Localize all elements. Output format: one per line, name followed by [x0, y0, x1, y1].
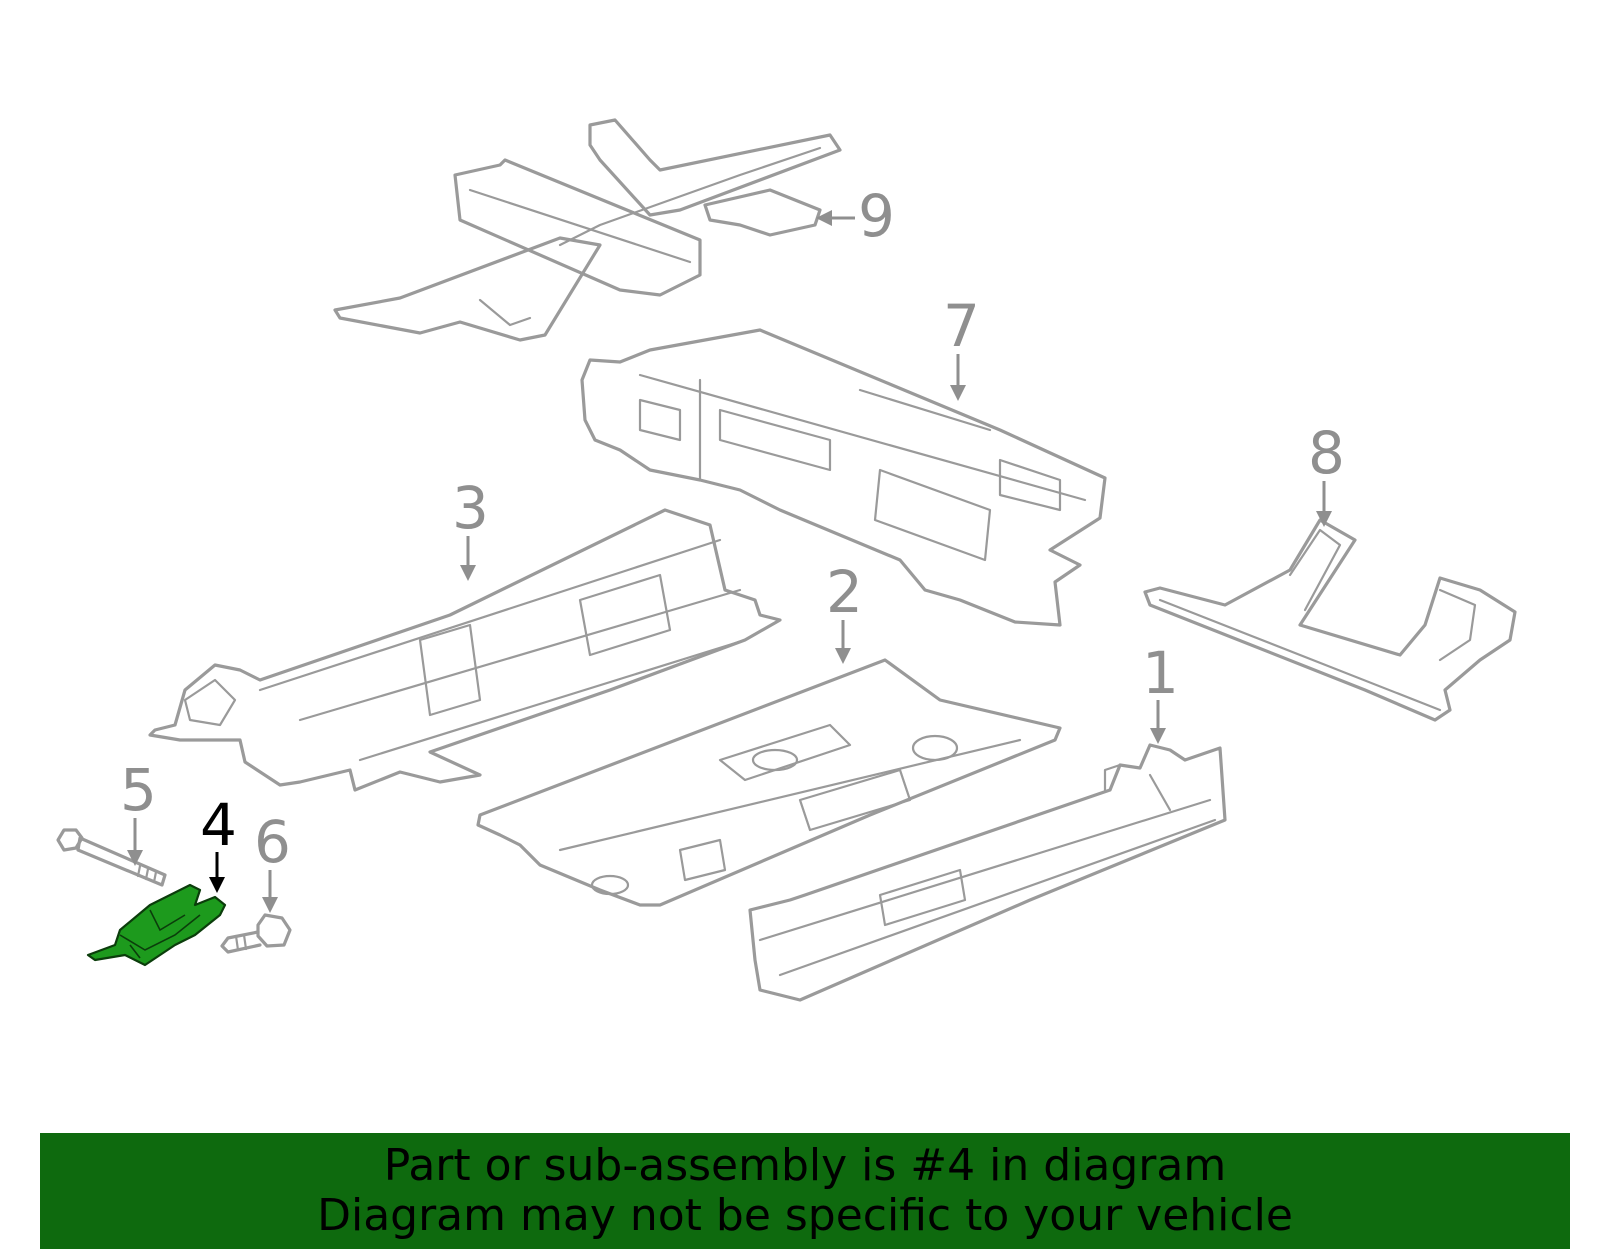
svg-text:2: 2 — [826, 558, 863, 626]
part-6-flange-bolt[interactable] — [220, 913, 292, 954]
svg-text:3: 3 — [452, 474, 489, 542]
info-banner: Part or sub-assembly is #4 in diagram Di… — [40, 1133, 1570, 1249]
svg-text:1: 1 — [1142, 639, 1179, 707]
callout-5: 5 — [120, 756, 157, 866]
callout-6: 6 — [254, 808, 291, 913]
banner-line-part-number: Part or sub-assembly is #4 in diagram — [383, 1140, 1227, 1191]
svg-text:4: 4 — [200, 791, 237, 859]
banner-line-disclaimer: Diagram may not be specific to your vehi… — [317, 1190, 1293, 1241]
parts-diagram: 1 2 3 4 5 6 7 8 9 — [56, 118, 1517, 1002]
callout-7: 7 — [943, 292, 980, 401]
svg-text:8: 8 — [1308, 419, 1345, 487]
part-4-bracket-highlighted[interactable] — [86, 883, 227, 967]
part-7-rear-floor[interactable] — [580, 328, 1107, 627]
callout-3: 3 — [452, 474, 489, 581]
callout-2: 2 — [826, 558, 863, 664]
svg-text:6: 6 — [254, 808, 291, 876]
part-3-center-floor[interactable] — [148, 508, 782, 792]
part-5-bolt[interactable] — [56, 828, 167, 887]
svg-text:9: 9 — [858, 182, 895, 250]
callout-4: 4 — [200, 791, 237, 893]
part-9-crossmember[interactable] — [333, 118, 842, 342]
part-2-front-floor[interactable] — [476, 658, 1062, 907]
svg-text:5: 5 — [120, 756, 157, 824]
callout-1: 1 — [1142, 639, 1179, 744]
svg-text:7: 7 — [943, 292, 980, 360]
part-8-rear-crossmember[interactable] — [1143, 518, 1517, 722]
callout-8: 8 — [1308, 419, 1345, 527]
part-1-rocker-panel[interactable] — [748, 743, 1227, 1002]
callout-9: 9 — [816, 182, 895, 250]
